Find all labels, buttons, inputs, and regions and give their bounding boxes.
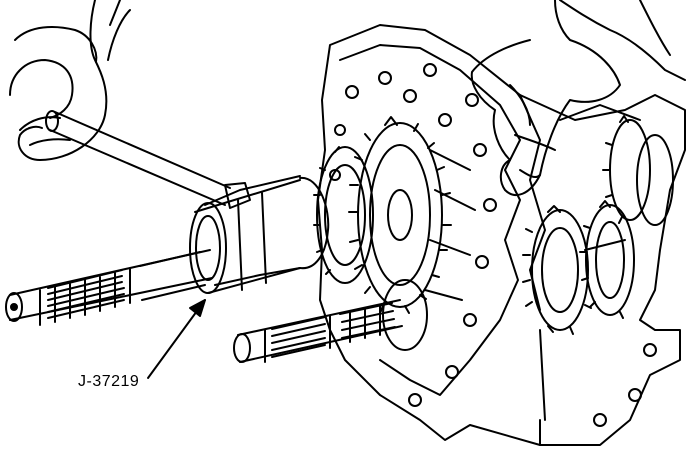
callout-label-tool: J-37219 xyxy=(78,373,140,390)
tool-j37219 xyxy=(189,175,330,294)
counter-shaft xyxy=(233,279,428,363)
right-hand xyxy=(470,0,686,196)
left-hand xyxy=(9,0,131,161)
puller-handle xyxy=(45,110,251,209)
output-gear xyxy=(348,116,452,314)
synchro-ring xyxy=(313,146,374,284)
callout-leader xyxy=(147,299,206,379)
transmission-housing xyxy=(317,24,686,446)
main-shaft xyxy=(5,249,213,326)
countershaft-gears xyxy=(522,115,674,446)
